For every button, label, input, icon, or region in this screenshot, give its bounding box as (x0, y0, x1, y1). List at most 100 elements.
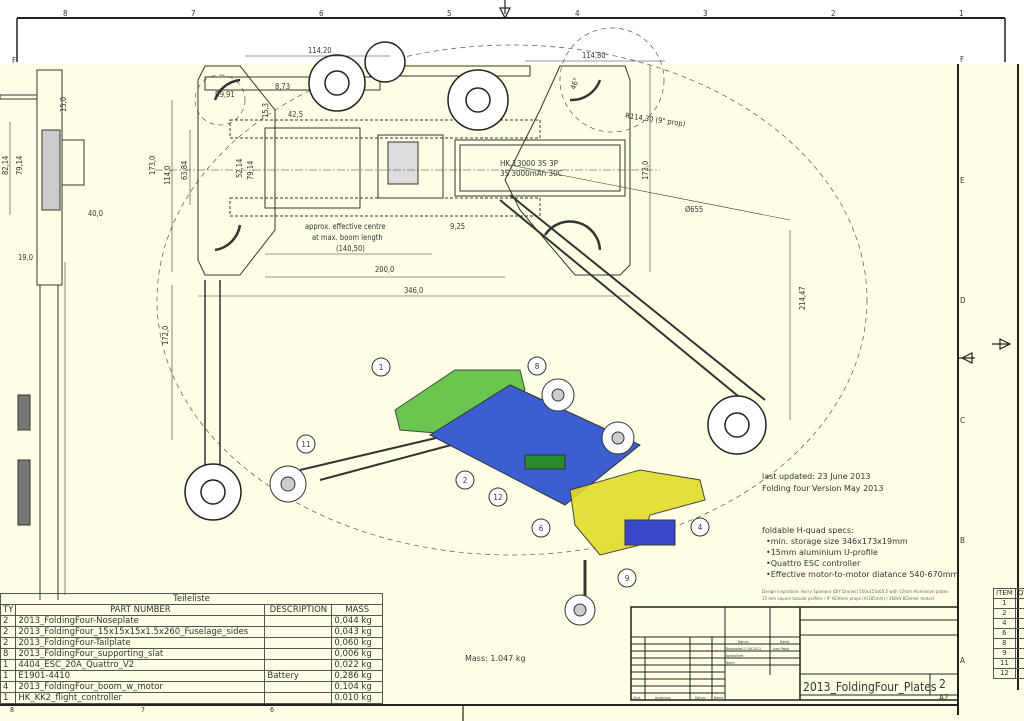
spec-item: •15mm aluminium U-profile (766, 548, 878, 557)
title-block-texts: Datum Name Bearbeitet 17.06.2013 Juan Pa… (633, 640, 949, 702)
dim-173-0: 173,0 (641, 161, 650, 180)
table-row: 1 (993, 598, 1024, 609)
zone-row-d: D (960, 296, 966, 305)
dim-19-0: 19,0 (18, 253, 33, 262)
table-row: 4 (993, 618, 1024, 629)
dim-79-14: 79,14 (246, 161, 255, 180)
tb-col-date: Datum (738, 640, 749, 644)
tb-row-checked: Kontrolliert (726, 654, 744, 658)
balloon-2: 2 (455, 470, 475, 490)
tb-row-norm: Norm (726, 661, 735, 665)
svg-text:9: 9 (625, 574, 630, 583)
sheet-number: 2 (939, 677, 946, 691)
tb-row-drawn: Bearbeitet (726, 647, 743, 651)
design-inspiration-note: Design inspiration: Hurry Sparepro (DIY … (762, 589, 949, 594)
table-row: 2 (993, 608, 1024, 619)
balloon-12: 12 (488, 487, 508, 507)
top-view-frame (155, 65, 766, 470)
total-mass: Mass: 1.047 kg (465, 654, 526, 663)
balloon-8: 8 (527, 356, 547, 376)
version-note: Folding four Version May 2013 (762, 484, 884, 493)
zone-labels: 8 7 6 5 4 3 2 1 F E D C B A F 8 7 6 (10, 9, 966, 714)
zone-row-a: A (960, 656, 965, 665)
zone-col-5: 5 (447, 9, 452, 18)
dim-214-47: 214,47 (798, 286, 807, 310)
dim-d655: Ø655 (685, 205, 703, 214)
table-row: 6 (993, 628, 1024, 639)
tb-rev-change: Änderung (655, 695, 670, 700)
dim-173-0-side: 173,0 (148, 156, 157, 175)
zone-col-3: 3 (703, 9, 708, 18)
zone-col-1: 1 (959, 9, 964, 18)
col-part-number: PART NUMBER (15, 604, 266, 616)
centre-note-line3: (140,50) (336, 244, 365, 253)
item-table-partial: ITEMQT 1 2 4 6 8 9 11 12 (993, 588, 1024, 679)
dim-200-0: 200,0 (375, 265, 394, 274)
prop-diameter-circle (156, 27, 868, 556)
dim-82-14: 82,14 (1, 156, 10, 175)
balloon-9: 9 (617, 568, 637, 588)
col-description: DESCRIPTION (264, 604, 333, 616)
table-row: 8 (993, 638, 1024, 649)
svg-text:8: 8 (535, 362, 540, 371)
svg-text:2: 2 (463, 476, 468, 485)
dim-15-3: 15,3 (261, 103, 270, 118)
dim-172-0: 172,0 (161, 326, 170, 345)
table-row: 12 (993, 668, 1024, 679)
battery-label-2: 3S 3000mAh 30C (500, 169, 563, 178)
tb-drawn-name: Juan Pablo (772, 647, 789, 651)
tb-rev-date: Datum (695, 696, 706, 700)
spec-item: •min. storage size 346x173x19mm (766, 537, 908, 546)
specs-title: foldable H-quad specs: (762, 526, 854, 535)
dim-52-14: 52,14 (235, 159, 244, 178)
zone-col-6: 6 (319, 9, 324, 18)
svg-text:6: 6 (539, 524, 544, 533)
balloon-11: 11 (296, 434, 316, 454)
parts-list-table: Teileliste TY PART NUMBER DESCRIPTION MA… (0, 593, 383, 704)
item-balloons: 1 8 11 2 12 6 4 9 (296, 356, 710, 588)
isometric-assembly (269, 369, 706, 626)
tb-drawn-date: 17.06.2013 (743, 647, 761, 651)
tb-col-name: Name (780, 640, 789, 644)
props-motors-note: 15 mm square tubular profiles / 9" KCHme… (762, 596, 935, 601)
spec-item: •Quattro ESC controller (766, 559, 861, 568)
zone-row-c: C (960, 416, 965, 425)
dim-46-deg: 46° (568, 76, 581, 90)
zone-col-4: 4 (575, 9, 580, 18)
dim-42-5: 42,5 (288, 110, 303, 119)
title-block (630, 606, 959, 701)
dim-346-0: 346,0 (404, 286, 423, 295)
parts-list-title: Teileliste (0, 593, 383, 605)
col-mass: MASS (331, 604, 383, 616)
side-view (0, 69, 85, 600)
dimension-lines (9, 55, 791, 595)
sheet-format: A2 (939, 693, 949, 702)
dimension-texts: 114,20 114,80 8,73 R9,91 15,3 42,5 114,0… (1, 46, 807, 345)
balloon-4: 4 (690, 517, 710, 537)
dim-114-20: 114,20 (308, 46, 332, 55)
zone-row-e: E (960, 176, 965, 185)
drawing-name: 2013_FoldingFour_Plates (803, 680, 937, 694)
zone-col-2: 2 (831, 9, 836, 18)
dim-79-14-side: 79,14 (15, 156, 24, 175)
svg-text:11: 11 (301, 440, 310, 449)
dim-114-0: 114,0 (163, 166, 172, 185)
svg-text:4: 4 (698, 523, 703, 532)
dim-15-0: 15,0 (59, 97, 68, 112)
zone-row-f-left: F (12, 56, 16, 65)
zone-col-6-bottom: 6 (270, 706, 274, 714)
dim-9-25: 9,25 (450, 222, 465, 231)
svg-text:12: 12 (493, 493, 502, 502)
table-row: 11 (993, 658, 1024, 669)
zone-col-8: 8 (63, 9, 68, 18)
zone-row-b: B (960, 536, 965, 545)
